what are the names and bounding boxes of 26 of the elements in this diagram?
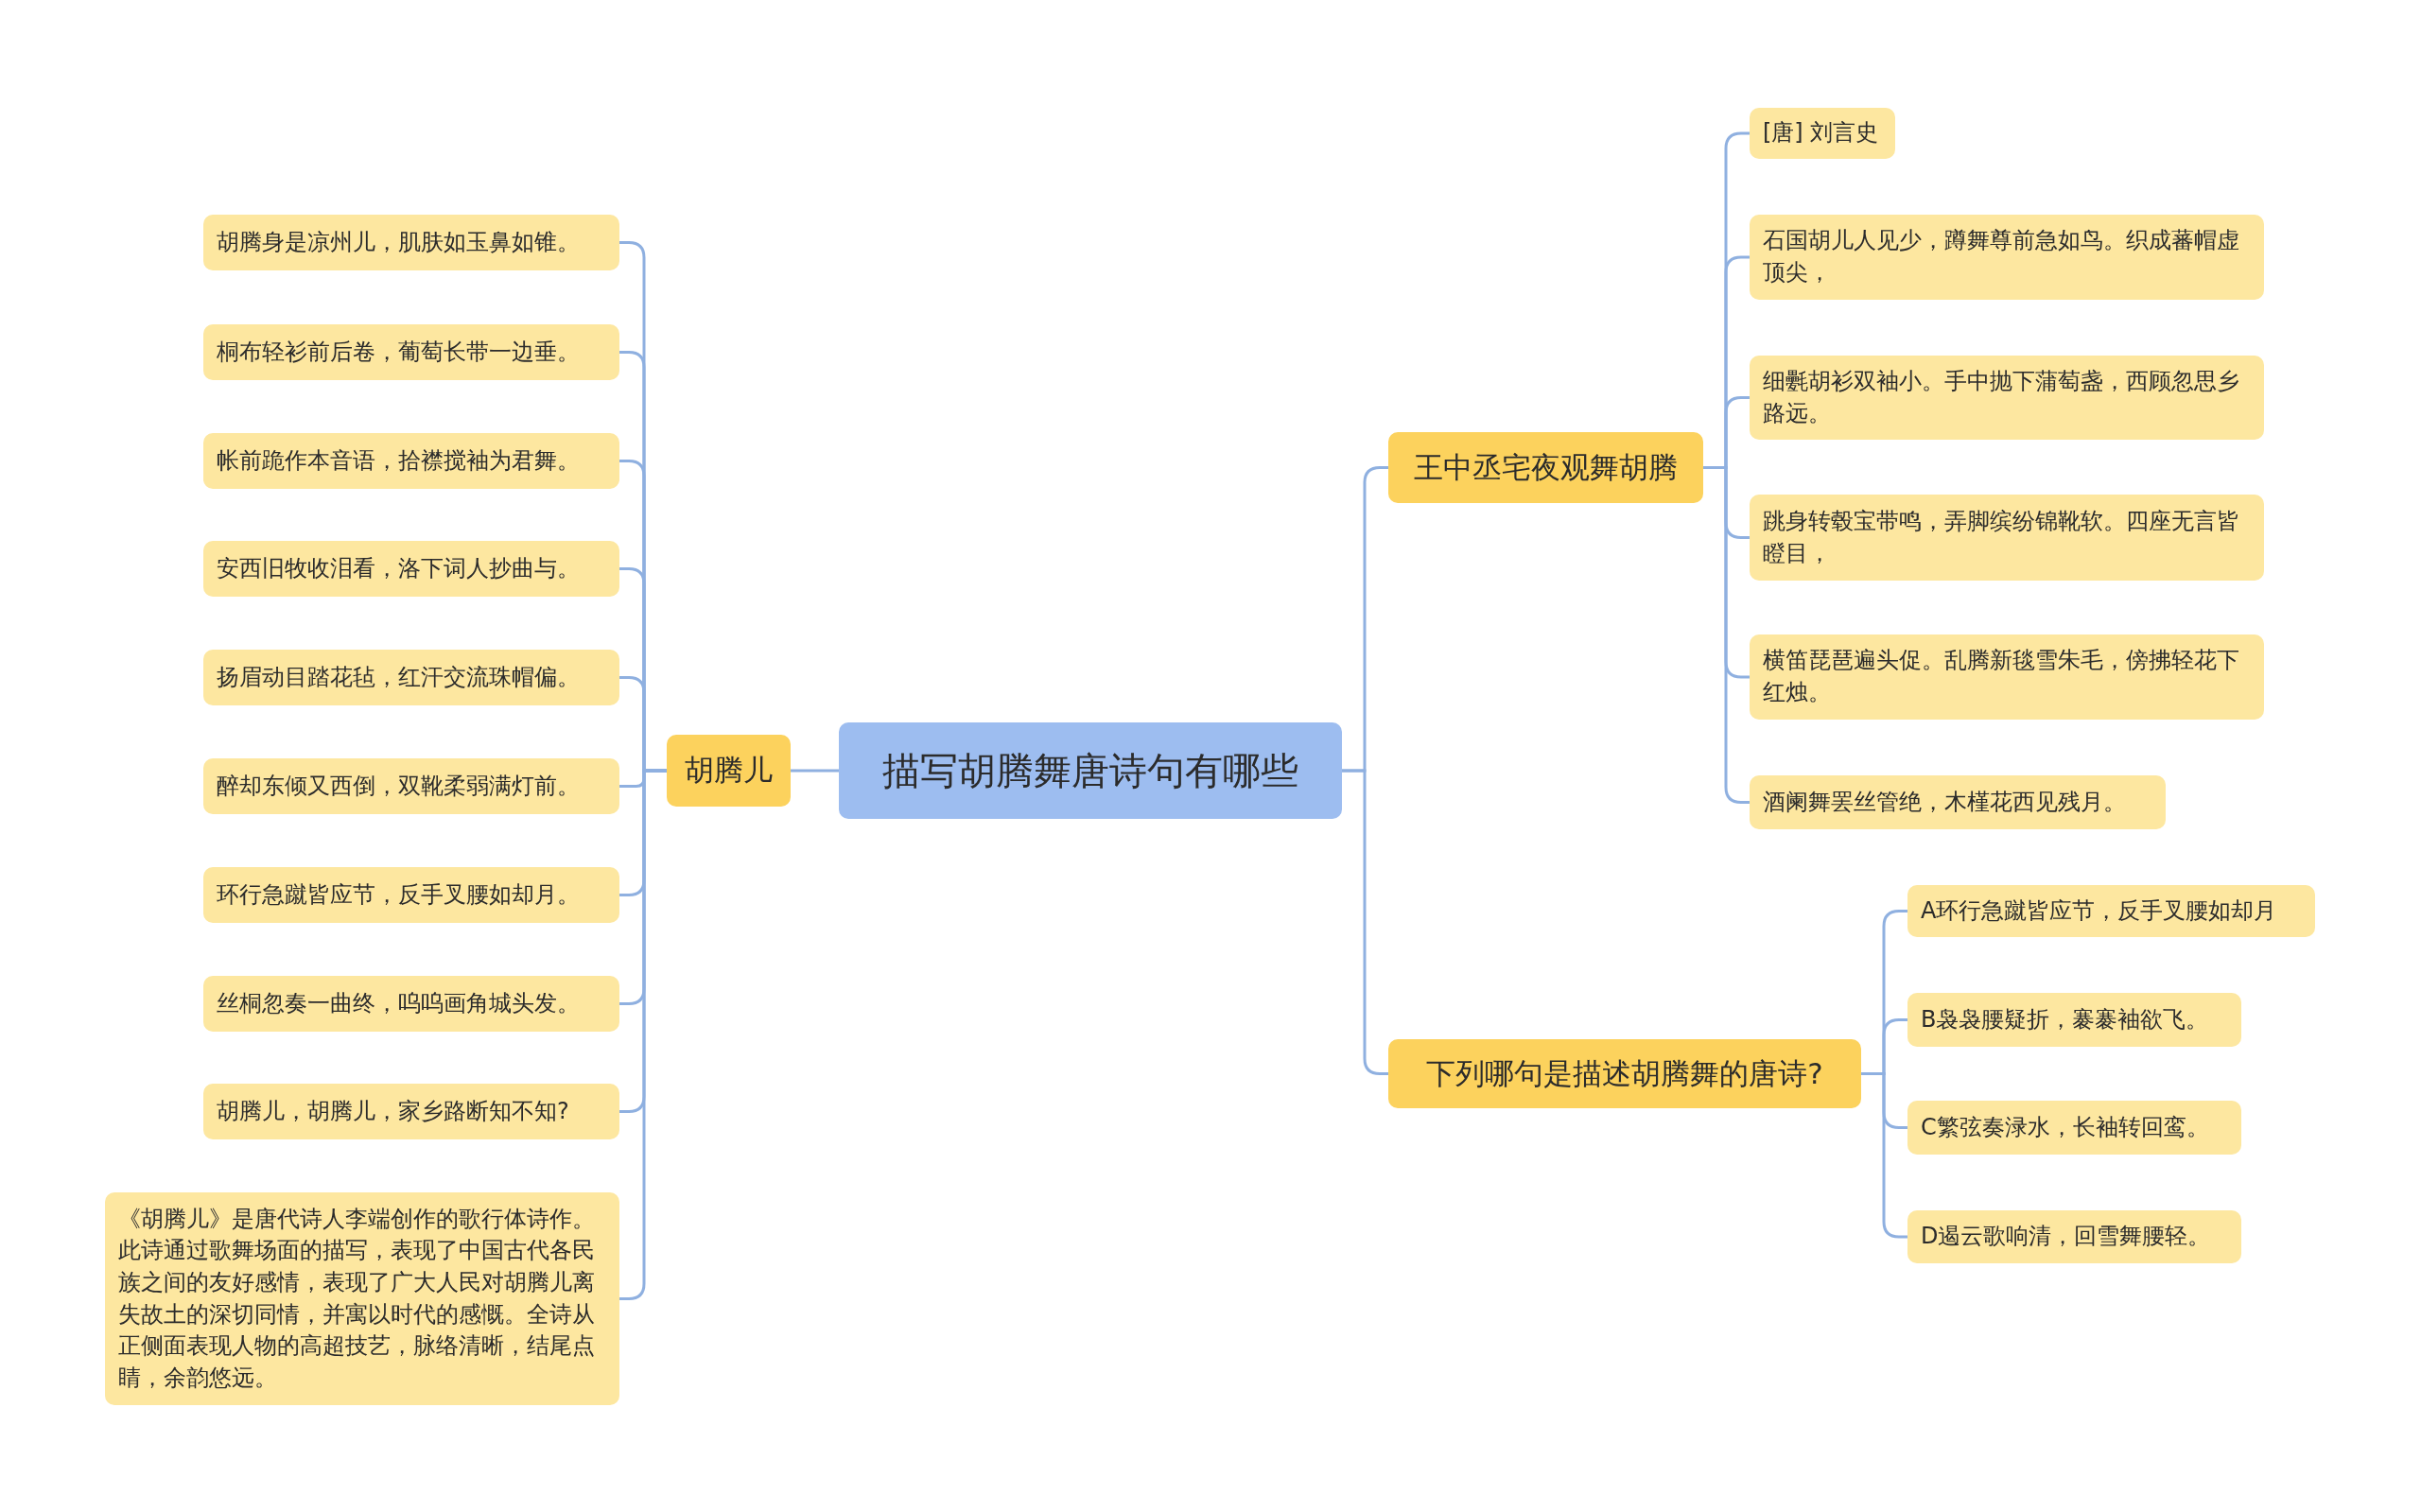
leaf-topic-box: 跳身转毂宝带鸣，弄脚缤纷锦靴软。四座无言皆瞪目，: [1750, 495, 2264, 581]
leaf-topic-box: [唐] 刘言史: [1750, 108, 1895, 159]
leaf-topic-box: 石国胡儿人见少，蹲舞尊前急如鸟。织成蕃帽虚顶尖，: [1750, 215, 2264, 300]
leaf-topic-box: 环行急蹴皆应节，反手叉腰如却月。: [203, 867, 619, 923]
leaf-topic-box: 扬眉动目踏花毡，红汗交流珠帽偏。: [203, 650, 619, 705]
leaf-topic-box: D遏云歌响清，回雪舞腰轻。: [1907, 1210, 2241, 1263]
leaf-topic-box: C繁弦奏渌水，长袖转回鸾。: [1907, 1101, 2241, 1155]
central-topic-box: 描写胡腾舞唐诗句有哪些: [839, 722, 1342, 819]
leaf-topic-box: 胡腾儿，胡腾儿，家乡路断知不知?: [203, 1084, 619, 1139]
leaf-topic-box: 《胡腾儿》是唐代诗人李端创作的歌行体诗作。此诗通过歌舞场面的描写，表现了中国古代各民族之间的友好感情，表现了广大人民对胡腾儿离失故土的深切同情，并寓以时代的感慨。全诗从正侧面表现人物的高超技艺，脉络清晰，结尾点睛，余韵悠远。: [105, 1192, 619, 1405]
leaf-topic-box: 安西旧牧收泪看，洛下词人抄曲与。: [203, 541, 619, 597]
leaf-topic-box: 横笛琵琶遍头促。乱腾新毯雪朱毛，傍拂轻花下红烛。: [1750, 634, 2264, 720]
leaf-topic-box: 细氎胡衫双袖小。手中抛下蒲萄盏，西顾忽思乡路远。: [1750, 356, 2264, 440]
leaf-topic-box: 桐布轻衫前后卷，葡萄长带一边垂。: [203, 324, 619, 380]
branch-topic-box: 下列哪句是描述胡腾舞的唐诗?: [1388, 1039, 1861, 1108]
leaf-topic-box: 胡腾身是凉州儿，肌肤如玉鼻如锥。: [203, 215, 619, 270]
leaf-topic-box: A环行急蹴皆应节，反手叉腰如却月: [1907, 885, 2315, 937]
leaf-topic-box: 醉却东倾又西倒，双靴柔弱满灯前。: [203, 758, 619, 814]
connector-line: [1861, 1072, 1907, 1239]
branch-topic-box: 胡腾儿: [667, 735, 791, 807]
leaf-topic-box: 酒阑舞罢丝管绝，木槿花西见残月。: [1750, 775, 2166, 829]
leaf-topic-box: 丝桐忽奏一曲终，呜呜画角城头发。: [203, 976, 619, 1032]
connector-line: [791, 769, 839, 773]
branch-topic-box: 王中丞宅夜观舞胡腾: [1388, 432, 1703, 503]
leaf-topic-box: 帐前跪作本音语，拾襟搅袖为君舞。: [203, 433, 619, 489]
leaf-topic-box: B袅袅腰疑折，褰褰袖欲飞。: [1907, 993, 2241, 1047]
